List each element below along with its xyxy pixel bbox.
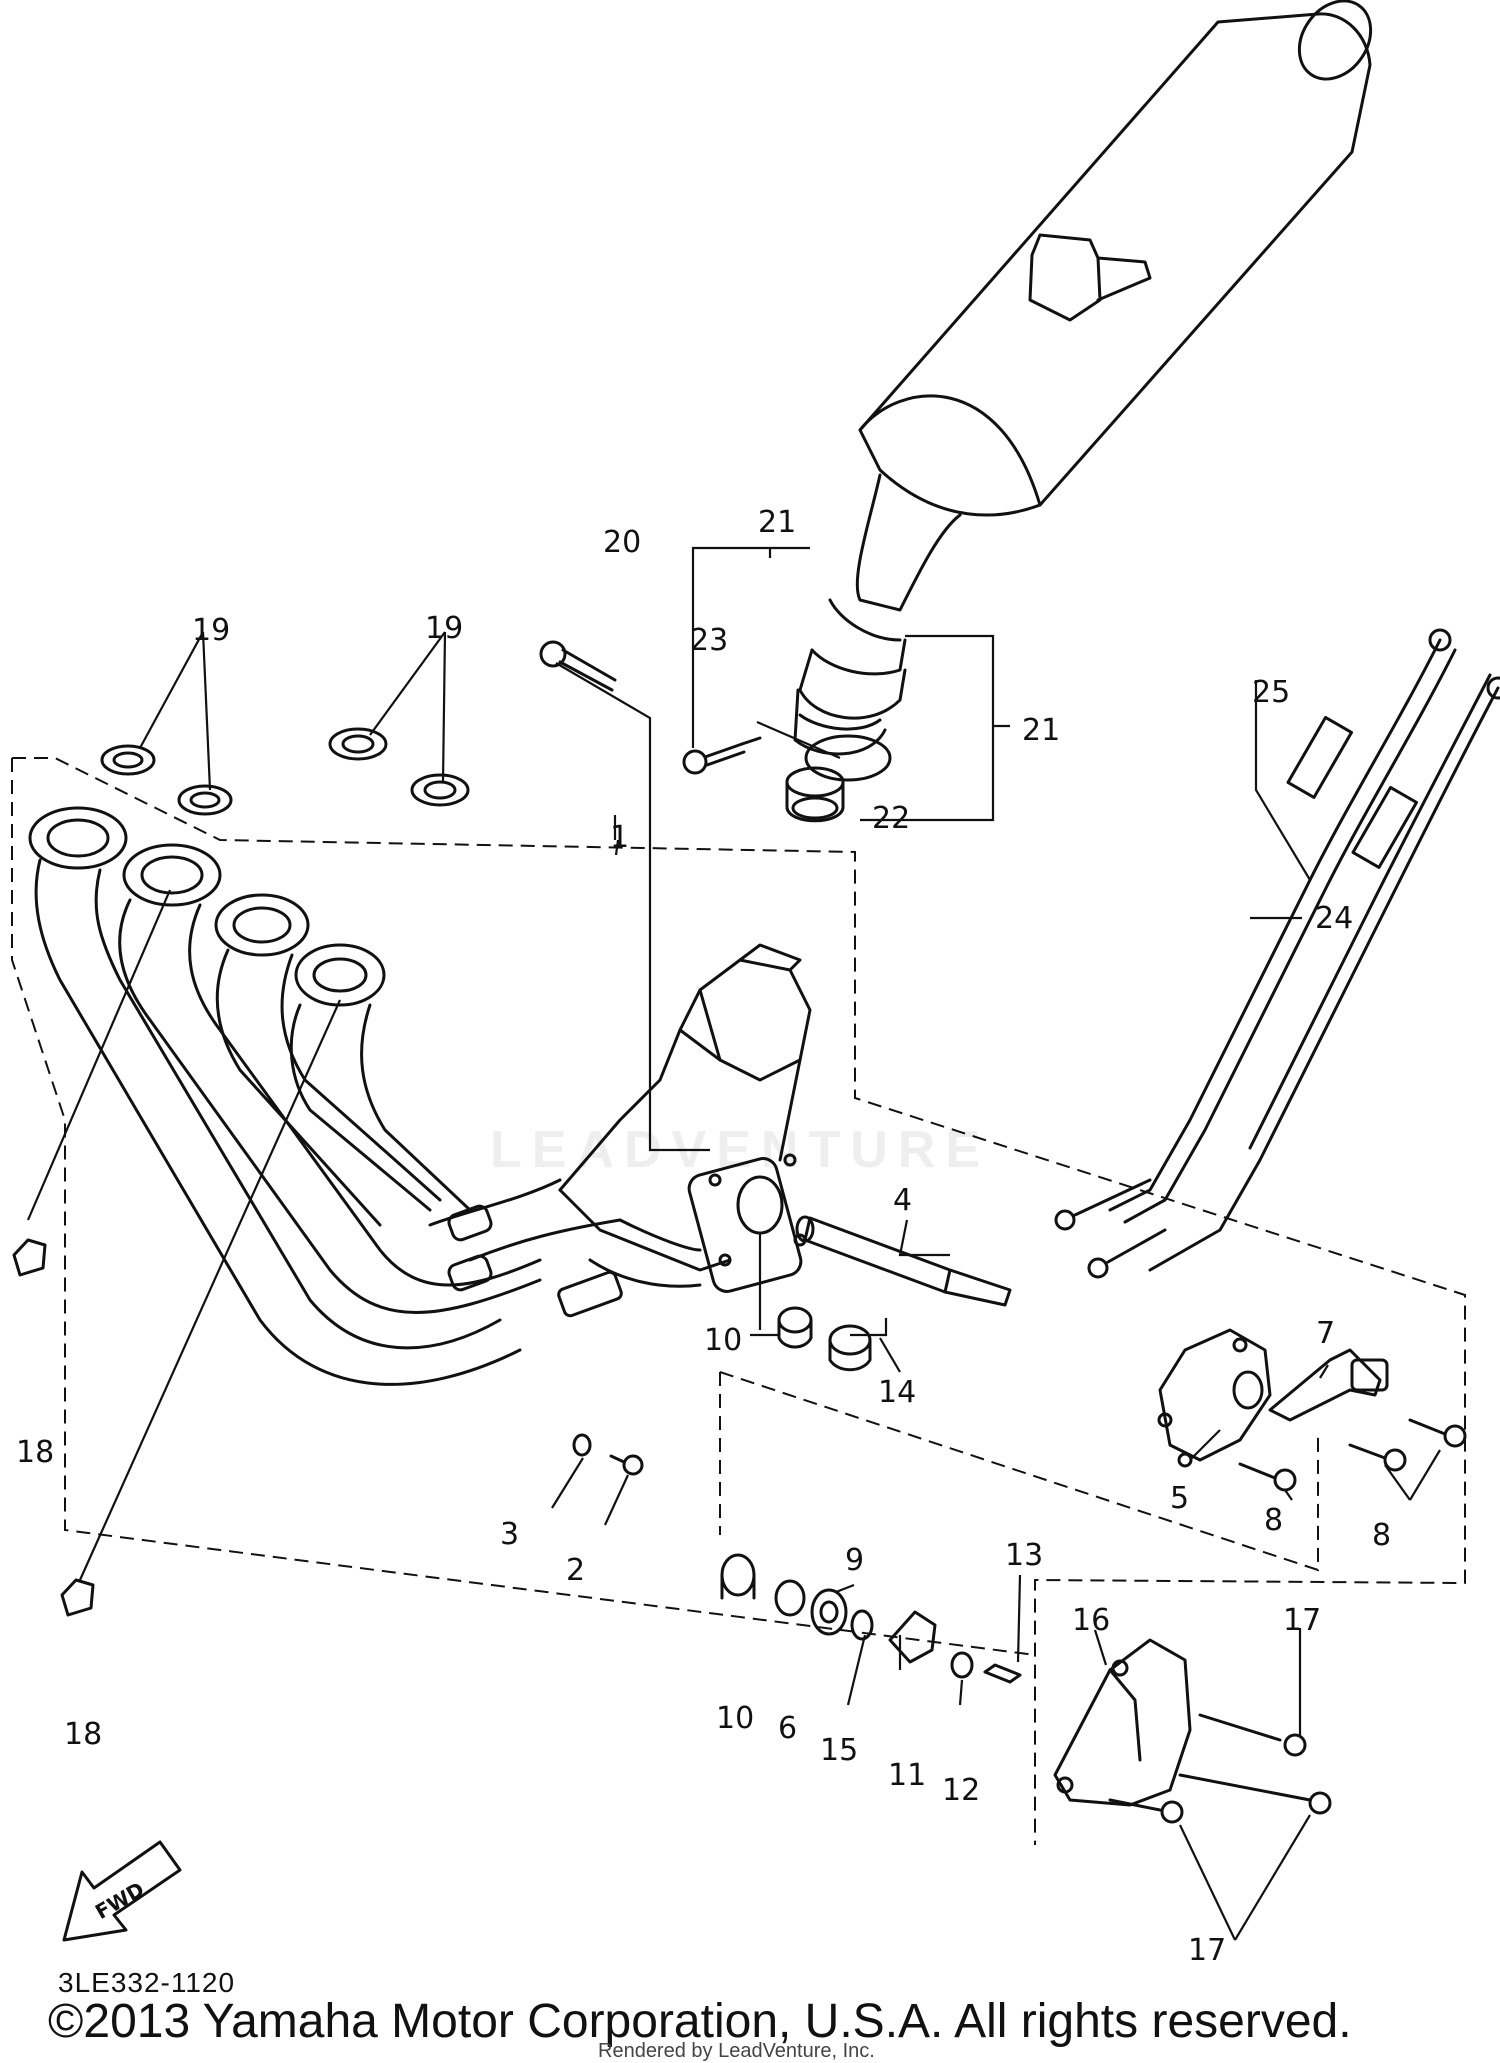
callout-5: 5	[1170, 1481, 1189, 1516]
callout-21-right: 21	[1022, 713, 1060, 748]
collar-14[interactable]	[828, 1324, 872, 1372]
bolt-20[interactable]	[539, 640, 617, 692]
callout-10-lower: 10	[716, 1701, 754, 1736]
collector[interactable]	[558, 943, 812, 1295]
bushing-10[interactable]	[777, 1306, 813, 1349]
callout-2: 2	[566, 1553, 585, 1588]
pulley-cover-16[interactable]	[1053, 1638, 1192, 1807]
callout-8-right: 8	[1372, 1518, 1391, 1553]
callout-21-top: 21	[758, 505, 796, 540]
callout-6: 6	[778, 1711, 797, 1746]
callout-10-upper: 10	[704, 1323, 742, 1358]
callout-24: 24	[1315, 901, 1353, 936]
callout-19-lower: 18	[64, 1717, 102, 1752]
cables-24-25[interactable]	[1054, 628, 1500, 1279]
bolts-17[interactable]	[1108, 1713, 1332, 1824]
gaskets-18[interactable]	[100, 727, 470, 816]
callout-16: 16	[1072, 1603, 1110, 1638]
diagram-code: 3LE332-1120	[58, 1967, 236, 1998]
callout-17-lower: 17	[1188, 1933, 1226, 1968]
lever-7[interactable]	[1268, 1348, 1389, 1422]
callout-1: 1	[610, 820, 629, 855]
callout-18-left: 19	[192, 613, 230, 648]
valve-shaft-4[interactable]	[795, 1215, 1012, 1307]
bolt-23[interactable]	[682, 736, 762, 775]
render-credit: Rendered by LeadVenture, Inc.	[598, 2040, 875, 2062]
callout-20: 20	[603, 525, 641, 560]
callout-25: 25	[1252, 675, 1290, 710]
callout-13: 13	[1005, 1538, 1043, 1573]
callout-17-upper: 17	[1283, 1603, 1321, 1638]
callout-8-left: 8	[1264, 1503, 1283, 1538]
callout-labels: 20 21 21 22 23 25 24 19 19 1 4 10 14 7 5…	[16, 505, 1391, 1968]
muffler[interactable]	[793, 0, 1385, 782]
callout-18-right: 19	[425, 611, 463, 646]
callout-11: 11	[888, 1758, 926, 1793]
gasket-22[interactable]	[785, 766, 845, 823]
copyright-notice: ©2013 Yamaha Motor Corporation, U.S.A. A…	[48, 1995, 1352, 2048]
small-parts-2-3[interactable]	[572, 1433, 644, 1476]
bracket-5[interactable]	[1157, 1328, 1272, 1468]
callout-23: 23	[690, 623, 728, 658]
callout-4: 4	[893, 1183, 912, 1218]
callout-14: 14	[878, 1375, 916, 1410]
callout-9: 9	[845, 1543, 864, 1578]
callout-22: 22	[872, 801, 910, 836]
bolts-8[interactable]	[1238, 1418, 1467, 1492]
pulley-parts[interactable]	[720, 1553, 1022, 1684]
nuts-19[interactable]	[12, 1238, 95, 1617]
callout-12: 12	[942, 1773, 980, 1808]
callout-15: 15	[820, 1733, 858, 1768]
exhaust-pipe-assembly[interactable]	[28, 806, 623, 1386]
callout-19-upper: 18	[16, 1435, 54, 1470]
callout-3: 3	[500, 1517, 519, 1552]
watermark: LEADVENTURE	[490, 1121, 991, 1179]
callout-7: 7	[1316, 1316, 1335, 1351]
fwd-arrow-icon	[62, 1840, 182, 1942]
